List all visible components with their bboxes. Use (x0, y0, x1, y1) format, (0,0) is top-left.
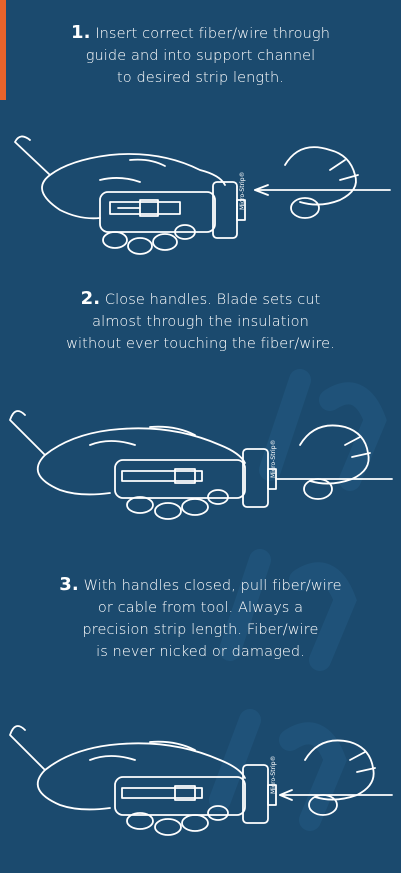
step-3-line-4: is never nicked or damaged. (96, 644, 305, 660)
tool-label: Micro-Strip® (239, 171, 246, 210)
tool-label: Micro-Strip® (270, 439, 277, 478)
step-1-line-2: guide and into support channel (86, 48, 316, 64)
tool-head (243, 765, 268, 823)
step-2-number: 2. (81, 288, 101, 309)
step-1-text: 1. Insert correct fiber/wire through gui… (10, 22, 391, 89)
step-2-illustration: Micro-Strip® (0, 385, 401, 535)
step-1-illustration: Micro-Strip® (0, 120, 401, 270)
step-2-line-1: Close handles. Blade sets cut (105, 292, 321, 308)
bottom-border (0, 873, 401, 878)
step-3-line-2: or cable from tool. Always a (98, 600, 303, 616)
step-3-illustration: Micro-Strip® (0, 705, 401, 855)
right-hand (300, 425, 369, 483)
step-2-line-2: almost through the insulation (92, 314, 309, 330)
tool-head (213, 182, 237, 238)
step-1-line-1: Insert correct fiber/wire through (95, 26, 330, 42)
step-1-number: 1. (71, 22, 91, 43)
tool-head (243, 449, 268, 507)
step-3-line-3: precision strip length. Fiber/wire (82, 622, 318, 638)
step-3-line-1: With handles closed, pull fiber/wire (84, 578, 342, 594)
step-3-number: 3. (59, 574, 79, 595)
step-2-text: 2. Close handles. Blade sets cut almost … (10, 288, 391, 355)
step-3-text: 3. With handles closed, pull fiber/wire … (10, 574, 391, 663)
step-2-line-3: without ever touching the fiber/wire. (66, 336, 335, 352)
tool-label: Micro-Strip® (270, 755, 277, 794)
step-1-line-3: to desired strip length. (117, 70, 284, 86)
right-hand (285, 147, 356, 204)
